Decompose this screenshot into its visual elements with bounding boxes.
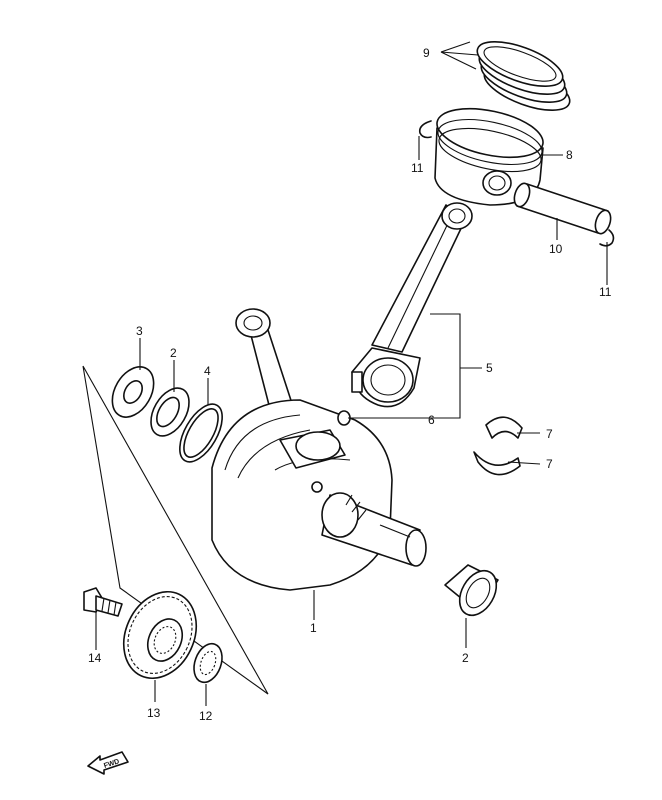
piston-pin [513, 182, 612, 235]
circlip-lower [599, 229, 615, 247]
callout-numbers: 9 8 11 10 11 5 6 7 7 3 2 4 1 2 14 13 12 [88, 46, 612, 723]
conrod-bearing-lower [473, 451, 521, 476]
callout-14: 14 [88, 651, 102, 665]
callout-7-lower: 7 [546, 457, 553, 471]
crankshaft [211, 308, 427, 591]
leader-lines [95, 41, 608, 706]
fwd-badge: FWD [87, 751, 129, 775]
retaining-ring [179, 403, 223, 463]
callout-11-lower: 11 [599, 285, 612, 299]
callout-2-right: 2 [462, 651, 469, 665]
starter-gear [122, 590, 198, 680]
piston-rings [476, 41, 571, 111]
callout-10: 10 [549, 242, 563, 256]
arrow-left-icon [87, 751, 129, 775]
main-bearing-right [444, 564, 499, 617]
needle-bearing [193, 642, 223, 684]
fwd-label: FWD [103, 758, 120, 770]
main-bearing-left [150, 387, 190, 437]
callout-1: 1 [310, 621, 317, 635]
connecting-rod [351, 202, 473, 408]
callout-4: 4 [204, 364, 211, 378]
callout-5: 5 [486, 361, 493, 375]
callout-9: 9 [423, 46, 430, 60]
callout-11-upper: 11 [411, 161, 424, 175]
callout-8: 8 [566, 148, 573, 162]
callout-6: 6 [428, 413, 435, 427]
callout-3: 3 [136, 324, 143, 338]
conrod-bearing-upper [485, 416, 523, 439]
thrust-washer [111, 366, 155, 418]
bolt [83, 587, 123, 617]
callout-12: 12 [199, 709, 213, 723]
callout-7-upper: 7 [546, 427, 553, 441]
circlip-upper [418, 120, 432, 139]
callout-13: 13 [147, 706, 161, 720]
piston [434, 107, 544, 206]
callout-2-left: 2 [170, 346, 177, 360]
